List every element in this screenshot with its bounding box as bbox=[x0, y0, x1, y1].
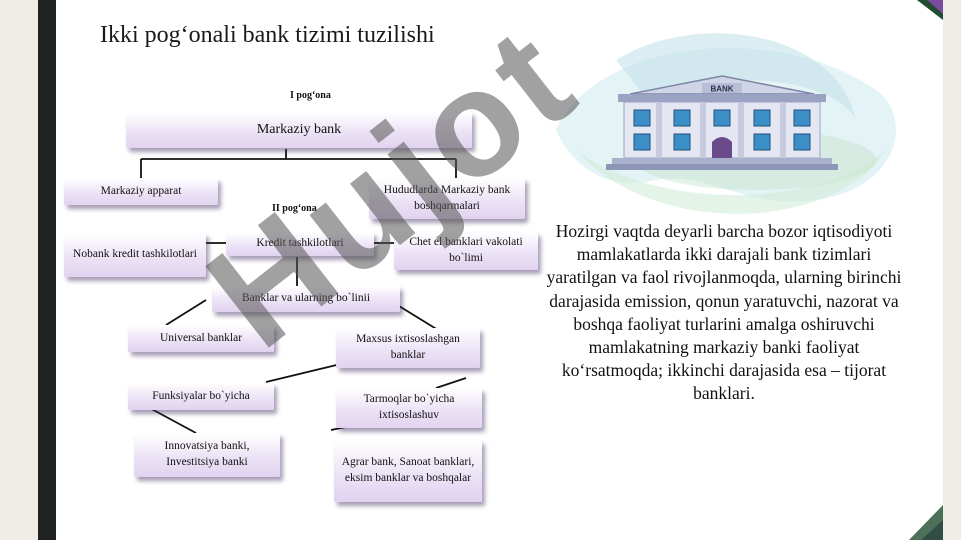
specialized-banks-box: Maxsus ixtisoslashgan banklar bbox=[336, 328, 480, 368]
foreign-banks-box: Chet el banklari vakolati bo`limi bbox=[394, 232, 538, 270]
body-paragraph: Hozirgi vaqtda deyarli barcha bozor iqti… bbox=[546, 221, 902, 404]
sector-banks-box: Agrar bank, Sanoat banklari, eksim bankl… bbox=[334, 440, 482, 502]
level-2-label: II pog‘ona bbox=[272, 203, 317, 214]
innovation-banks-box: Innovatsiya banki, Investitsiya banki bbox=[134, 433, 280, 477]
by-sector-box: Tarmoqlar bo`yicha ixtisoslashuv bbox=[336, 388, 482, 428]
by-function-box: Funksiyalar bo`yicha bbox=[128, 383, 274, 410]
slide: Ikki pog‘onali bank tizimi tuzilishi I p… bbox=[56, 0, 943, 540]
central-bank-box: Markaziy bank bbox=[126, 112, 472, 148]
corner-decoration bbox=[903, 0, 943, 540]
bank-sign-text: BANK bbox=[710, 85, 733, 94]
banks-division-box: Banklar va ularning bo`linii bbox=[212, 286, 400, 312]
bank-building-icon: BANK bbox=[606, 75, 838, 170]
credit-orgs-box: Kredit tashkilotlari bbox=[226, 232, 374, 256]
central-apparatus-box: Markaziy apparat bbox=[64, 178, 218, 205]
diagram-connectors bbox=[140, 149, 467, 434]
nonbank-credit-box: Nobank kredit tashkilotlari bbox=[64, 233, 206, 277]
slide-title: Ikki pog‘onali bank tizimi tuzilishi bbox=[100, 22, 435, 48]
regional-offices-box: Hududlarda Markaziy bank boshqarmalari bbox=[369, 178, 525, 219]
universal-banks-box: Universal banklar bbox=[128, 325, 274, 352]
level-1-label: I pog‘ona bbox=[290, 90, 331, 101]
left-accent-bar bbox=[38, 0, 56, 540]
